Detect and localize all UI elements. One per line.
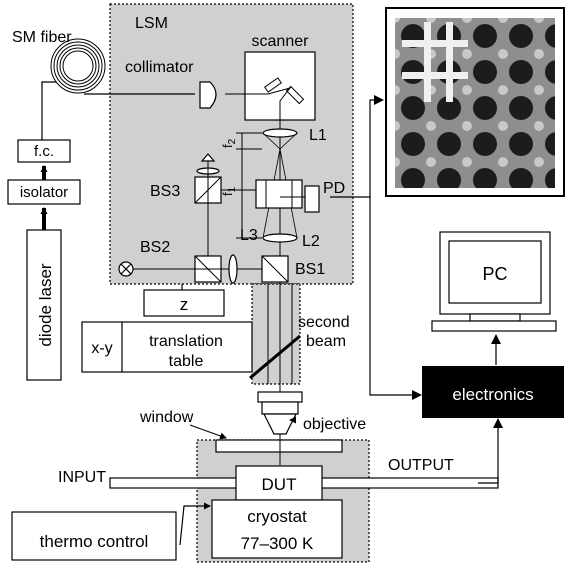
f2-label: f2 xyxy=(220,138,238,148)
lsm-label: LSM xyxy=(135,15,168,32)
second-label: second xyxy=(298,314,350,331)
cryostat-box xyxy=(211,499,343,559)
input-waveguide xyxy=(109,477,241,489)
scanner-beam-path xyxy=(225,87,292,120)
photodetector xyxy=(304,185,320,213)
objective-tip xyxy=(263,413,297,435)
thermo-to-cryostat xyxy=(179,502,211,546)
objective-mid xyxy=(261,401,299,415)
thermo-control-box xyxy=(11,511,177,561)
bs1-label: BS1 xyxy=(295,261,325,278)
electronics-label: electronics xyxy=(452,385,533,404)
collimator-label: collimator xyxy=(125,59,194,76)
xy-label: x-y xyxy=(91,340,112,357)
fc-box xyxy=(17,139,71,163)
diode-laser-box xyxy=(26,229,62,381)
window-label: window xyxy=(139,409,194,426)
fiber-coil xyxy=(50,38,106,94)
fc-label: f.c. xyxy=(34,143,54,160)
second-beam-line xyxy=(249,334,301,380)
collimator-lens xyxy=(199,81,217,109)
input-label: INPUT xyxy=(58,469,106,486)
window-leader xyxy=(189,424,227,440)
pd-label: PD xyxy=(323,180,345,197)
bs2-label: BS2 xyxy=(140,239,170,256)
lens-l1 xyxy=(262,128,298,138)
table-label: table xyxy=(169,353,204,370)
l3-label: L3 xyxy=(240,227,258,244)
isolator-label: isolator xyxy=(20,184,68,201)
pc-label: PC xyxy=(482,264,507,284)
electronics-box xyxy=(422,366,564,418)
sm-fiber-label: SM fiber xyxy=(12,29,72,46)
output-label: OUTPUT xyxy=(388,457,454,474)
scanner-label: scanner xyxy=(252,33,310,50)
lamp-icon-cross xyxy=(120,263,132,275)
l2-label: L2 xyxy=(302,233,320,250)
pc-keyboard xyxy=(431,320,557,332)
scan-image-crosshair xyxy=(402,22,468,102)
thermo-control-label: thermo control xyxy=(40,532,149,551)
xy-translation-table xyxy=(81,321,253,373)
pc-screen xyxy=(448,240,542,304)
lsm-panel xyxy=(109,3,354,285)
bs3-label: BS3 xyxy=(150,183,180,200)
diode-laser-label: diode laser xyxy=(36,263,55,347)
lens-l2 xyxy=(262,233,298,243)
output-waveguide xyxy=(317,477,499,489)
pd-to-image xyxy=(330,95,384,198)
z-label: z xyxy=(180,295,189,314)
lens-l3 xyxy=(228,254,238,284)
pd-to-electronics xyxy=(369,197,422,400)
bs1-diagonal xyxy=(261,255,289,283)
objective-body xyxy=(257,391,303,403)
cryostat-label: cryostat xyxy=(247,507,307,526)
dut-box xyxy=(235,465,323,501)
scanner-mirror-1 xyxy=(264,77,282,93)
isolator-box xyxy=(7,179,81,205)
fiber-to-fc xyxy=(41,81,56,140)
beam-label: beam xyxy=(306,333,346,350)
temp-range-label: 77–300 K xyxy=(241,534,314,553)
translation-label: translation xyxy=(149,333,223,350)
f1-label: f1 xyxy=(220,186,238,196)
dut-label: DUT xyxy=(262,475,297,494)
z-stage-box xyxy=(143,289,225,317)
central-cube xyxy=(255,179,303,209)
l1-label: L1 xyxy=(309,127,327,144)
objective-label: objective xyxy=(303,416,366,433)
pc-stand xyxy=(469,313,521,322)
cryostat-window xyxy=(215,439,343,453)
